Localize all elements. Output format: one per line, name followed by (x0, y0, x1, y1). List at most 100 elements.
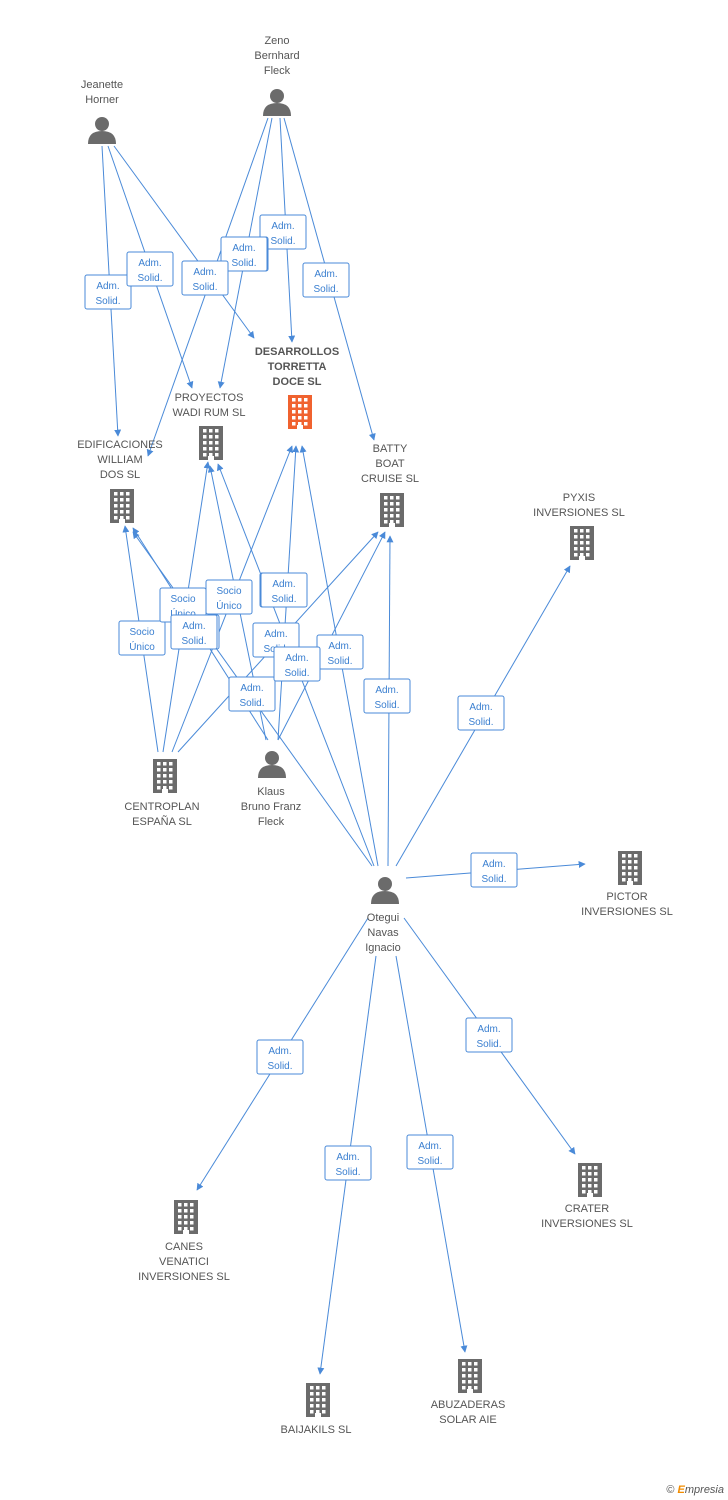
edge-label-text: Socio (129, 627, 154, 638)
node-pyxis[interactable]: PYXIS INVERSIONES SL (533, 492, 625, 560)
building-icon (458, 1359, 482, 1393)
building-icon (110, 489, 134, 523)
edge-label-box (170, 614, 218, 650)
nodes-layer: ZenoBernhardFleckJeanetteHornerDESARROLL… (77, 35, 673, 1436)
edge-label-text: Adm. (314, 269, 337, 280)
building-icon (288, 395, 312, 429)
node-label: BATTY (373, 443, 408, 455)
node-label: ABUZADERAS (431, 1399, 506, 1411)
edge-label-text: Adm. (232, 243, 255, 254)
node-label: INVERSIONES SL (533, 507, 625, 519)
node-label: WILLIAM (97, 454, 142, 466)
edge-label-text: Solid. (270, 236, 295, 247)
brand-logo-rest[interactable]: mpresia (684, 1484, 724, 1496)
node-label: Fleck (264, 65, 291, 77)
edge-label-text: Adm. (240, 683, 263, 694)
edge-label-text: Único (216, 599, 242, 612)
edge-label-otegui-batty[interactable]: Adm.Solid. (363, 678, 411, 714)
edge-label-text: Adm. (375, 685, 398, 696)
edge-label-box (457, 695, 505, 731)
edge-label-text: Solid. (239, 698, 264, 709)
edge-label-jeanette-proyectos[interactable]: Adm.Solid. (126, 251, 174, 287)
edge-label-box (260, 572, 308, 608)
node-label: PYXIS (563, 492, 595, 504)
edge-label-otegui-pyxis[interactable]: Adm.Solid. (457, 695, 505, 731)
edge-label-jeanette-desarrollos[interactable]: Adm. Solid. (181, 260, 229, 296)
edge-label-text: Socio (216, 586, 241, 597)
edge-label-box (465, 1017, 513, 1053)
edge-label-box (205, 579, 253, 615)
node-label: Bernhard (254, 50, 299, 62)
edge-label-box (220, 236, 268, 272)
edge-label-text: Adm. (193, 267, 216, 278)
edge-label-box (324, 1145, 372, 1181)
edge-label-zeno-edificaciones[interactable]: Adm.Solid. (220, 236, 268, 272)
node-label: ESPAÑA SL (132, 815, 192, 828)
edge-label-box (228, 676, 276, 712)
edge-label-text: Adm. (477, 1024, 500, 1035)
edge-label-text: Adm. (182, 621, 205, 632)
edge-label-box (259, 214, 307, 250)
node-label: Jeanette (81, 79, 123, 91)
copyright-symbol: © (666, 1484, 675, 1496)
node-canes[interactable]: CANES VENATICI INVERSIONES SL (138, 1200, 230, 1283)
node-baijakils[interactable]: BAIJAKILS SL (281, 1383, 352, 1436)
edge-label-otegui-pictor[interactable]: Adm.Solid. (470, 852, 518, 888)
edge-label-text: Adm. (418, 1141, 441, 1152)
node-label: PROYECTOS (175, 392, 244, 404)
edge-label-box (470, 852, 518, 888)
edge-label-klaus-desarrollos[interactable]: Adm.Solid. (260, 572, 308, 608)
node-label: INVERSIONES SL (541, 1218, 633, 1230)
edge-label-otegui-edificaciones[interactable]: Adm. Solid. (228, 676, 276, 712)
edge-label-jeanette-edificaciones[interactable]: Adm.Solid. (84, 274, 132, 310)
edge-label-text: Solid. (417, 1156, 442, 1167)
node-label: Zeno (264, 35, 289, 47)
node-label: VENATICI (159, 1256, 209, 1268)
edge-label-text: Solid. (181, 636, 206, 647)
edge-label-text: Adm. (138, 258, 161, 269)
node-label: Ignacio (365, 942, 400, 954)
edge-label-text: Solid. (327, 656, 352, 667)
edge-jeanette-desarrollos (113, 145, 255, 339)
edge-label-zeno-desarrollos[interactable]: Adm.Solid. (259, 214, 307, 250)
building-icon (578, 1163, 602, 1197)
edge-label-klaus-batty[interactable]: Adm. Solid. (316, 634, 364, 670)
edge-label-otegui-baijakils[interactable]: Adm.Solid. (324, 1145, 372, 1181)
edge-label-text: Solid. (476, 1039, 501, 1050)
edge-label-klaus-proyectos[interactable]: Adm. Solid. (170, 614, 218, 650)
edge-label-box (181, 260, 229, 296)
edge-label-text: Adm. (272, 579, 295, 590)
node-label: INVERSIONES SL (581, 906, 673, 918)
building-icon (199, 426, 223, 460)
edge-label-otegui-desarrollos[interactable]: Adm.Solid. (273, 646, 321, 682)
edge-label-otegui-abuzaderas[interactable]: Adm. Solid. (406, 1134, 454, 1170)
edge-label-text: Solid. (192, 282, 217, 293)
edge-label-box (406, 1134, 454, 1170)
edge-label-otegui-crater[interactable]: Adm. Solid. (465, 1017, 513, 1053)
edge-label-otegui-canes[interactable]: Adm.Solid. (256, 1039, 304, 1075)
edge-label-text: Adm. (285, 653, 308, 664)
node-label: TORRETTA (268, 361, 327, 373)
node-label: CANES (165, 1241, 203, 1253)
edge-label-text: Solid. (481, 874, 506, 885)
node-label: INVERSIONES SL (138, 1271, 230, 1283)
edge-label-box (363, 678, 411, 714)
edge-label-zeno-batty[interactable]: Adm.Solid. (302, 262, 350, 298)
edge-label-text: Adm. (328, 641, 351, 652)
edge-label-text: Adm. (469, 702, 492, 713)
